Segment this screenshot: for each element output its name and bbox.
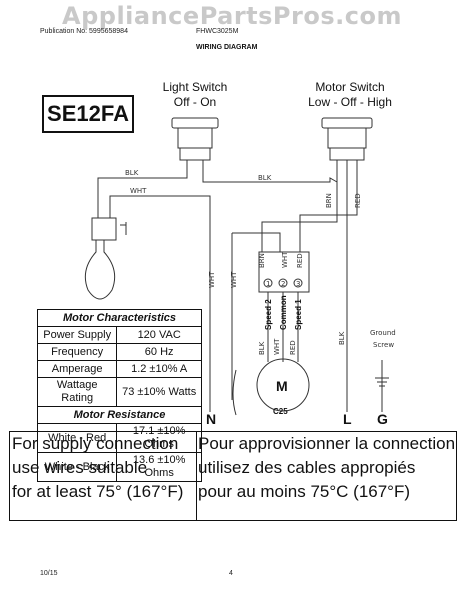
connector-1: 1 <box>266 280 270 288</box>
ground-label-line1: Ground <box>370 329 396 337</box>
wire-label-blk-motor: BLK <box>258 341 266 355</box>
light-switch-label: Light Switch Off - On <box>145 80 245 110</box>
publication-number: Publication No: 5995658984 <box>40 28 128 35</box>
terminal-n: N <box>206 411 216 427</box>
supply-note-english: For supply connection use wires suitable… <box>12 432 196 504</box>
wire-label-wht-vertical-2: WHT <box>230 271 238 288</box>
model-badge: SE12FA <box>42 95 134 133</box>
motor-resistance-title: Motor Resistance <box>37 406 202 424</box>
ground-screw-icon <box>375 360 389 395</box>
motor-switch-icon <box>321 117 373 182</box>
spec-label: White - Black <box>36 452 118 482</box>
spec-value: 73 ±10% Watts <box>116 377 202 407</box>
spec-label: Wattage Rating <box>36 377 118 407</box>
motor-switch-label: Motor Switch Low - Off - High <box>290 80 410 110</box>
wire-label-red-top: RED <box>354 193 362 208</box>
speed1-label: Speed 1 <box>294 299 303 330</box>
wire-label-blk-switch: BLK <box>258 174 272 182</box>
footer-date: 10/15 <box>40 570 58 577</box>
spec-label: Frequency <box>36 343 118 361</box>
spec-value: 120 VAC <box>116 326 202 344</box>
terminal-g: G <box>377 411 388 427</box>
supply-en-line: use wires suitable <box>12 458 148 477</box>
connector-2: 2 <box>281 280 285 288</box>
lamp-bulb-icon <box>84 217 127 300</box>
spec-value: 17.1 ±10% Ohms <box>116 423 202 453</box>
page-number: 4 <box>229 570 233 577</box>
supply-fr-line: pour au moins 75°C (167°F) <box>198 482 411 501</box>
motor-symbol: M <box>276 378 288 394</box>
light-switch-name: Light Switch <box>162 80 228 94</box>
motor-switch-name: Motor Switch <box>315 80 385 94</box>
wire-label-wht-motor: WHT <box>273 338 281 355</box>
spec-label: Power Supply <box>36 326 118 344</box>
light-switch-icon <box>171 117 219 170</box>
supply-fr-line: utilisez des cables appropiés <box>198 458 416 477</box>
wire-label-blk-line: BLK <box>338 331 346 345</box>
wire-label-red-motor: RED <box>289 340 297 355</box>
spec-label: Amperage <box>36 360 118 378</box>
watermark: AppliancePartsPros.com <box>62 2 402 30</box>
motor-switch-positions: Low - Off - High <box>308 95 392 109</box>
wire-label-red-connector: RED <box>296 253 304 268</box>
supply-fr-line: Pour approvisionner la connection <box>198 434 456 453</box>
spec-value: 60 Hz <box>116 343 202 361</box>
model-code: FHWC3025M <box>196 28 239 35</box>
wire-label-wht-connector: WHT <box>281 251 289 268</box>
speed2-label: Speed 2 <box>264 299 273 330</box>
spec-value: 1.2 ±10% A <box>116 360 202 378</box>
supply-en-line: for at least 75° (167°F) <box>12 482 184 501</box>
wire-label-wht-vertical: WHT <box>208 271 216 288</box>
terminal-l: L <box>343 411 352 427</box>
light-switch-positions: Off - On <box>173 95 217 109</box>
supply-connection-notice: For supply connection use wires suitable… <box>9 431 457 521</box>
supply-en-line: For supply connection <box>12 434 179 453</box>
wire-label-brn-top: BRN <box>325 193 333 208</box>
connector-3: 3 <box>296 280 300 288</box>
supply-note-french: Pour approvisionner la connection utilis… <box>198 432 456 504</box>
wire-label-blk-lamp: BLK <box>125 169 139 177</box>
common-label: Common <box>279 295 288 330</box>
motor-characteristics-title: Motor Characteristics <box>37 309 202 327</box>
spec-value: 13.6 ±10% Ohms <box>116 452 202 482</box>
divider <box>196 432 197 520</box>
capacitor-label: C25 <box>273 407 288 416</box>
ground-label-line2: Screw <box>373 341 394 349</box>
page-title: WIRING DIAGRAM <box>196 44 258 51</box>
wire-label-wht-top: WHT <box>130 187 147 195</box>
wire-label-brn-connector: BRN <box>258 253 266 268</box>
spec-label: White - Red <box>36 423 118 453</box>
